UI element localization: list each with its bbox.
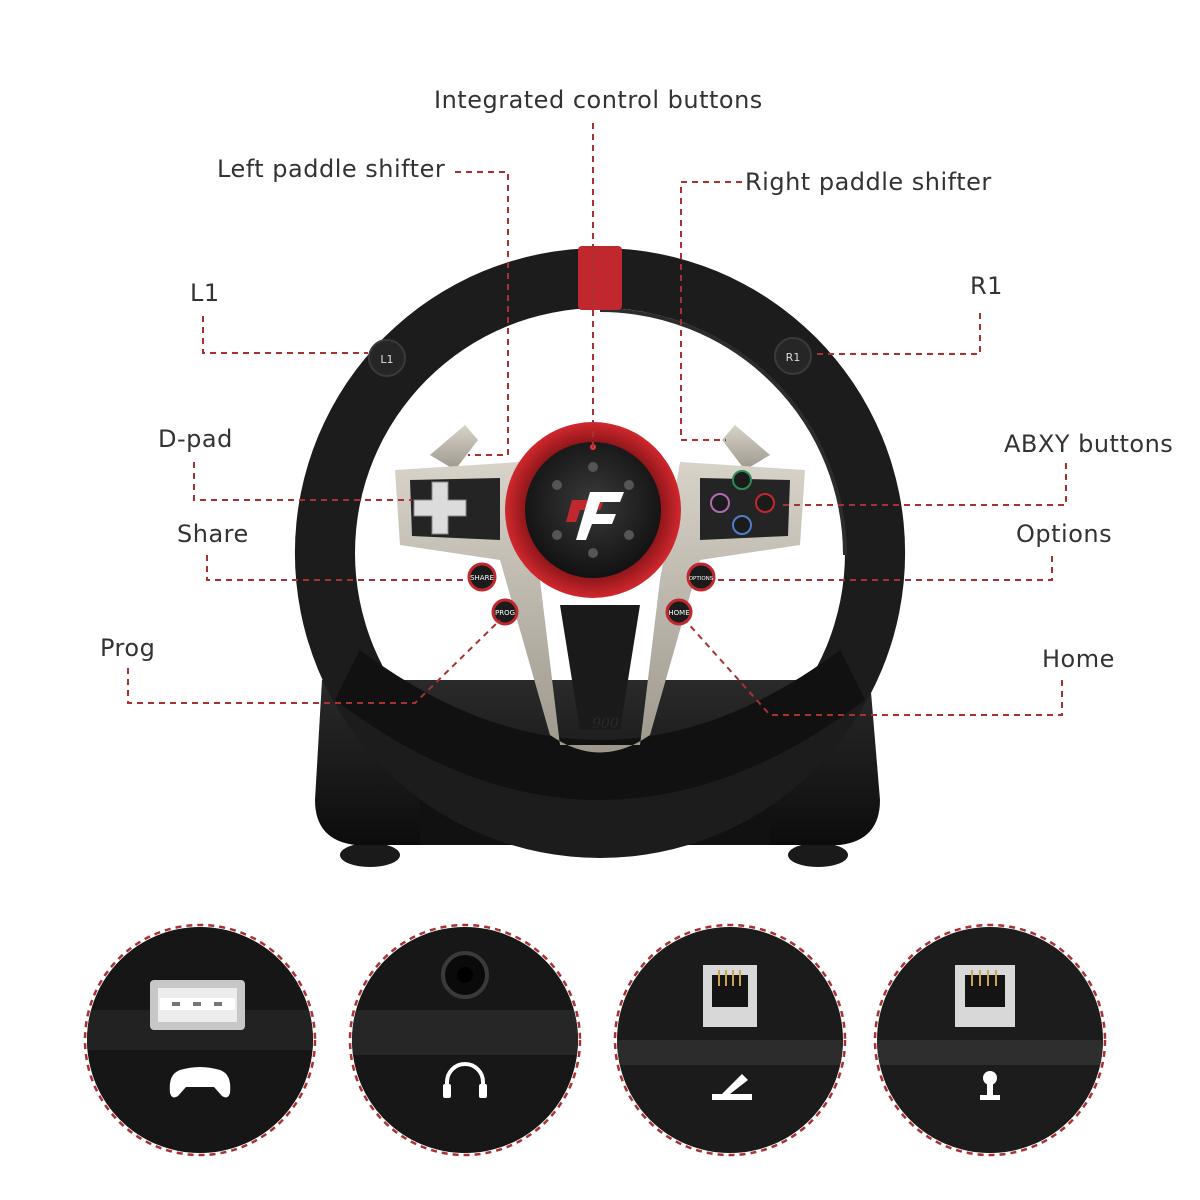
gamepad-icon (169, 1067, 231, 1098)
label-home: Home (1042, 645, 1115, 673)
svg-text:OPTIONS: OPTIONS (689, 576, 714, 582)
label-share: Share (177, 520, 249, 548)
label-r1: R1 (970, 272, 1003, 300)
right-paddle-shifter[interactable] (722, 425, 770, 470)
port-pedal (613, 923, 847, 1157)
label-prog: Prog (100, 634, 156, 662)
label-d-pad: D-pad (158, 425, 233, 453)
center-hub (505, 422, 681, 598)
label-integrated-control-buttons: Integrated control buttons (434, 86, 763, 114)
svg-text:900: 900 (592, 716, 619, 732)
brand-logo (566, 492, 624, 540)
d-pad[interactable] (413, 481, 467, 535)
options-button[interactable]: OPTIONS (686, 562, 716, 592)
svg-text:L1: L1 (380, 353, 393, 366)
svg-text:R1: R1 (786, 351, 801, 364)
prog-button[interactable]: PROG (491, 598, 519, 626)
port-shifter (873, 923, 1107, 1157)
label-left-paddle-shifter: Left paddle shifter (217, 155, 446, 183)
wheel-rim (294, 246, 906, 858)
label-l1: L1 (190, 279, 220, 307)
r1-button[interactable]: R1 (774, 337, 812, 375)
gear-shifter-icon (980, 1071, 1000, 1100)
headphones-icon (443, 1062, 487, 1098)
label-right-paddle-shifter: Right paddle shifter (745, 168, 992, 196)
label-options: Options (1016, 520, 1113, 548)
l1-button[interactable]: L1 (368, 339, 406, 377)
port-headphone (348, 923, 582, 1157)
leader-lines (127, 123, 1067, 716)
home-button[interactable]: HOME (665, 598, 693, 626)
pedal-icon (712, 1074, 752, 1100)
abxy-buttons[interactable] (710, 470, 775, 535)
svg-text:PROG: PROG (495, 609, 515, 617)
left-paddle-shifter[interactable] (430, 425, 478, 470)
svg-text:SHARE: SHARE (470, 574, 494, 582)
share-button[interactable]: SHARE (467, 562, 497, 592)
port-usb (83, 923, 317, 1157)
top-center-stripe (578, 246, 622, 310)
svg-text:HOME: HOME (668, 609, 689, 617)
label-abxy-buttons: ABXY buttons (1004, 430, 1174, 458)
